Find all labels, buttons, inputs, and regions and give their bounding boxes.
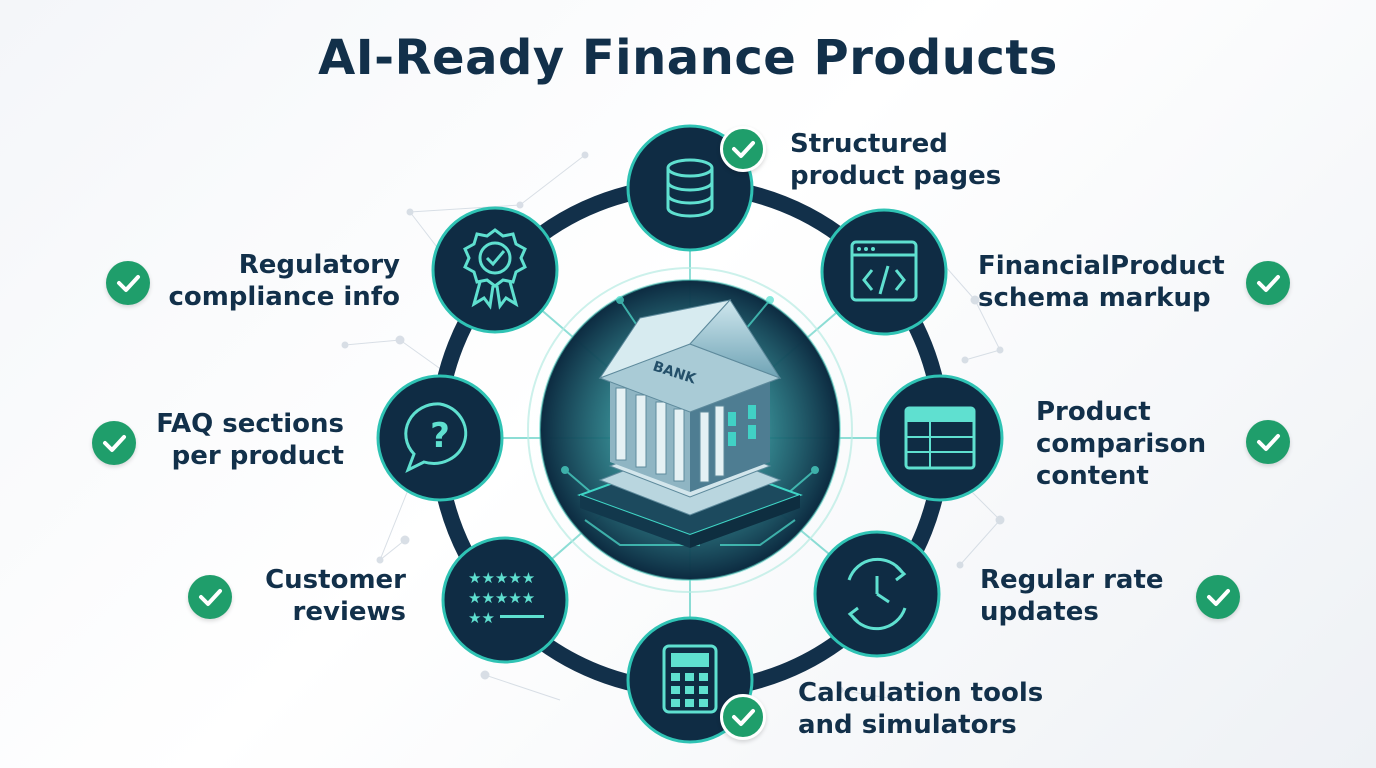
code-window-icon bbox=[850, 240, 918, 302]
calculator-icon bbox=[662, 644, 718, 714]
node-reviews: ★★★★★ ★★★★★ ★★ bbox=[441, 536, 569, 664]
node-comparison bbox=[876, 374, 1004, 502]
check-icon bbox=[720, 694, 766, 740]
svg-text:★★★★★: ★★★★★ bbox=[468, 589, 535, 607]
svg-text:★★: ★★ bbox=[468, 609, 495, 627]
award-badge-icon bbox=[463, 228, 527, 310]
check-icon bbox=[1246, 261, 1290, 305]
check-icon bbox=[1196, 575, 1240, 619]
check-icon bbox=[188, 575, 232, 619]
node-schema bbox=[820, 208, 948, 336]
table-icon bbox=[904, 406, 976, 470]
database-icon bbox=[666, 158, 714, 218]
node-rates bbox=[813, 530, 941, 658]
check-icon bbox=[720, 126, 766, 172]
check-icon bbox=[106, 261, 150, 305]
svg-text:★★★★★: ★★★★★ bbox=[468, 569, 535, 587]
check-icon bbox=[92, 421, 136, 465]
page-title: AI-Ready Finance Products bbox=[318, 30, 1058, 86]
star-rating-icon: ★★★★★ ★★★★★ ★★ bbox=[468, 569, 544, 627]
node-compliance bbox=[431, 206, 559, 334]
node-faq: ? bbox=[376, 374, 504, 502]
clock-refresh-icon bbox=[847, 557, 907, 631]
bank-building-icon: BANK bbox=[577, 299, 803, 548]
svg-text:?: ? bbox=[430, 416, 450, 456]
question-bubble-icon: ? bbox=[404, 402, 468, 474]
check-icon bbox=[1246, 420, 1290, 464]
